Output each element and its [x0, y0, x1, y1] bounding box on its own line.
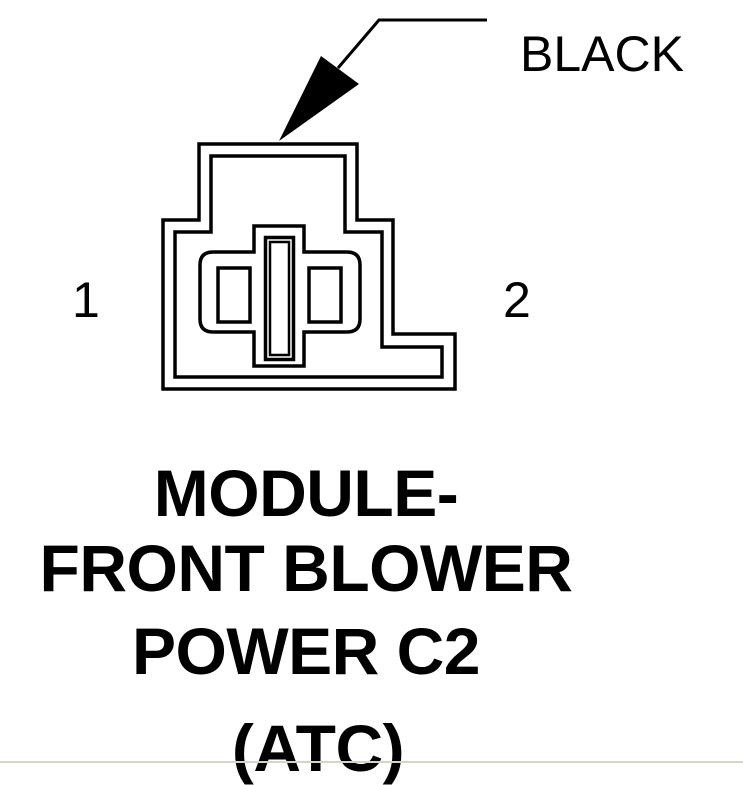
connector-title-line-3: POWER C2 [131, 614, 481, 688]
housing-inner-outline [173, 154, 444, 379]
connector-diagram [161, 18, 487, 391]
connector-title-line-1: MODULE- [153, 456, 459, 530]
wire-color-label: BLACK [520, 26, 684, 82]
housing-outer-outline [161, 142, 457, 391]
center-key-inner [268, 240, 291, 357]
center-key-outer [263, 235, 296, 362]
connector-housing-icon [161, 142, 457, 391]
bottom-divider [0, 761, 743, 763]
leader-arrow-icon [279, 18, 487, 141]
pin-label-2: 2 [503, 272, 531, 328]
connector-title-line-2: FRONT BLOWER [39, 531, 573, 605]
pin-cavity-1 [216, 266, 252, 324]
pin-cavity-2 [307, 266, 343, 324]
plug-outline [198, 224, 362, 368]
pin-label-1: 1 [72, 272, 100, 328]
connector-title-line-4: (ATC) [231, 711, 405, 785]
